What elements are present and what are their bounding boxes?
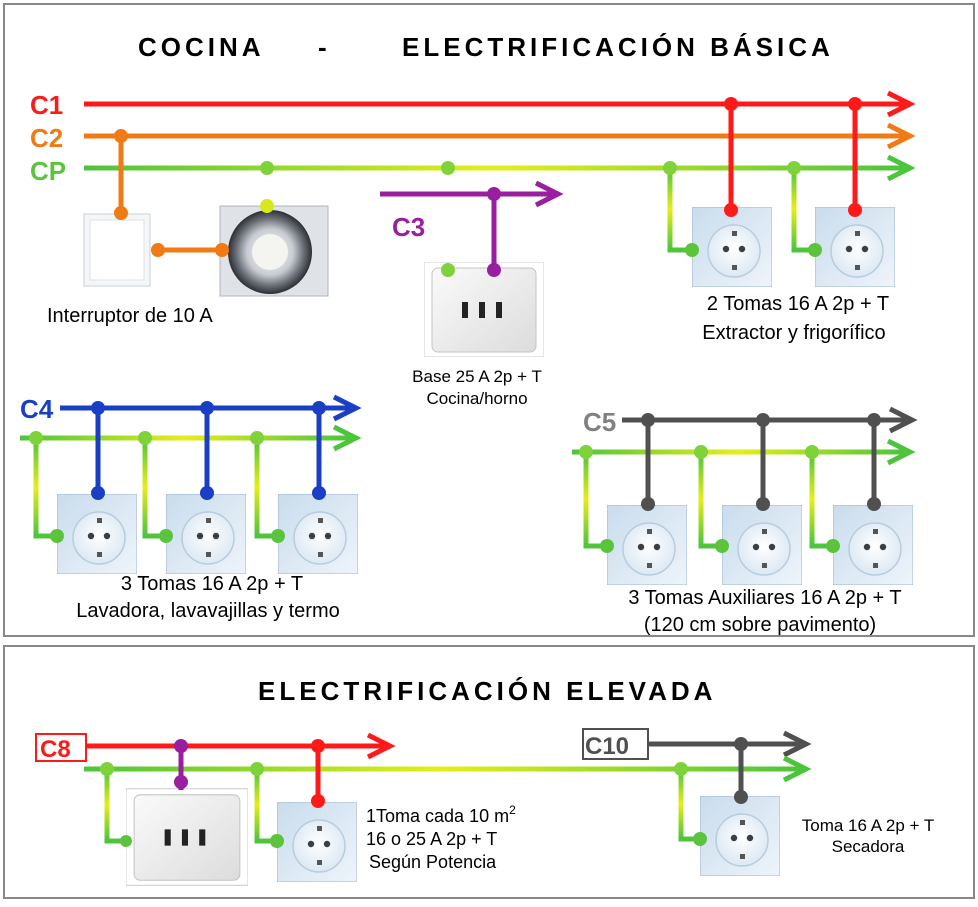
socket-lavavajillas xyxy=(166,494,246,574)
socket-cada-10m2 xyxy=(277,802,357,882)
circuit-c5-label: C5 xyxy=(583,407,616,437)
c4-wiring xyxy=(29,401,326,543)
circuit-c3-label: C3 xyxy=(392,212,425,242)
title-basic: ELECTRIFICACIÓN BÁSICA xyxy=(402,32,834,62)
base25-label-line1: Base 25 A 2p + T xyxy=(412,367,542,386)
socket-aux-3 xyxy=(833,505,913,585)
tomas2-wiring xyxy=(663,97,862,257)
title-elevated: ELECTRIFICACIÓN ELEVADA xyxy=(258,676,716,706)
elevated-frame xyxy=(3,645,975,899)
switch-wiring xyxy=(114,129,274,257)
circuit-c4-label: C4 xyxy=(20,394,54,424)
secadora-label-line1: Toma 16 A 2p + T xyxy=(802,816,934,835)
c3-bus xyxy=(380,180,564,208)
elevated-cp-bus xyxy=(84,755,812,783)
c5-cp-bus xyxy=(572,438,916,466)
tomas3-label-line1: 3 Tomas 16 A 2p + T xyxy=(121,573,303,595)
toma10-label-text: 1Toma cada 10 m xyxy=(366,806,509,826)
circuit-c1-label: C1 xyxy=(30,90,63,120)
socket-extractor xyxy=(692,207,772,287)
toma10-label-line1: 1Toma cada 10 m2 xyxy=(366,803,516,826)
title-cocina: COCINA xyxy=(138,32,265,62)
tomas2-label-line1: 2 Tomas 16 A 2p + T xyxy=(707,293,889,315)
c10-box xyxy=(582,728,649,760)
c10-bus xyxy=(648,730,812,758)
c1-bus xyxy=(84,90,916,118)
socket-secadora xyxy=(700,796,780,876)
circuit-c2-label: C2 xyxy=(30,123,63,153)
basic-frame xyxy=(3,3,975,637)
title-separator: - xyxy=(318,32,331,62)
socket-frigorifico xyxy=(815,207,895,287)
c2-bus xyxy=(84,122,916,150)
c8-box xyxy=(35,733,87,762)
circuit-cp-label: CP xyxy=(30,156,66,186)
base-25a-outlet-elevated xyxy=(126,788,248,886)
secadora-label-line2: Secadora xyxy=(832,837,905,856)
c5-wiring xyxy=(579,413,881,553)
lamp-fixture xyxy=(219,205,329,297)
socket-lavadora xyxy=(57,494,137,574)
tomas2-label-line2: Extractor y frigorífico xyxy=(702,322,885,344)
socket-aux-1 xyxy=(607,505,687,585)
toma10-label-line2: 16 o 25 A 2p + T xyxy=(366,829,497,849)
toma10-label-sup: 2 xyxy=(509,803,516,817)
circuit-c8-label: C8 xyxy=(40,736,71,763)
socket-termo xyxy=(278,494,358,574)
tomas3-label-line2: Lavadora, lavavajillas y termo xyxy=(76,600,339,622)
c4-cp-bus xyxy=(20,424,362,452)
c8-bus xyxy=(86,732,396,760)
aux-label-line2: (120 cm sobre pavimento) xyxy=(644,614,876,636)
circuit-c10-label: C10 xyxy=(585,733,629,760)
base25-label-line2: Cocina/horno xyxy=(426,389,527,408)
aux-label-line1: 3 Tomas Auxiliares 16 A 2p + T xyxy=(628,587,901,609)
cp-bus xyxy=(84,154,916,182)
base-25a-outlet xyxy=(424,262,544,357)
toma10-label-line3: Según Potencia xyxy=(369,852,497,872)
socket-aux-2 xyxy=(722,505,802,585)
interruptor-switch xyxy=(83,213,151,287)
c3-wiring xyxy=(441,161,501,277)
elevated-wiring xyxy=(100,737,748,848)
interruptor-label: Interruptor de 10 A xyxy=(47,305,213,327)
